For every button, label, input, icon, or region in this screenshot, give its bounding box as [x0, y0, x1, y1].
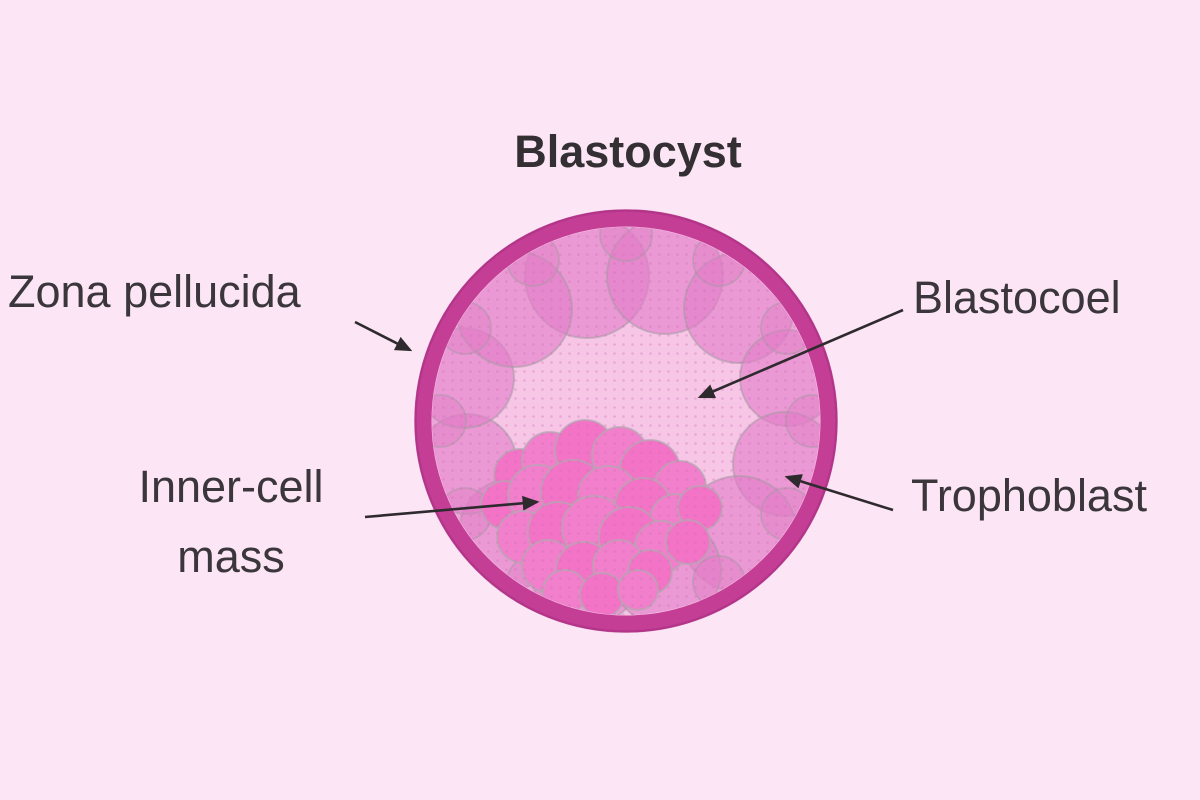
inner-cell-mass-label-line2: mass: [177, 531, 285, 582]
dot-texture-overlay: [432, 227, 820, 615]
inner-cell-mass-label: Inner-cell mass: [81, 452, 381, 592]
zona-pellucida-outer-edge: [414, 209, 838, 633]
blastocoel-label: Blastocoel: [913, 272, 1121, 323]
zona-pellucida-label: Zona pellucida: [8, 266, 301, 317]
blastocoel-arrow: [697, 308, 904, 399]
page-title: Blastocyst: [514, 126, 742, 177]
inner-cell-mass-arrow: [364, 495, 540, 519]
trophoblast-label: Trophoblast: [911, 470, 1147, 521]
zona-pellucida-arrow: [354, 320, 413, 352]
zona-pellucida-ring: [414, 209, 838, 633]
inner-cell-mass-label-line1: Inner-cell: [138, 461, 324, 512]
trophoblast-cells: [432, 227, 820, 615]
trophoblast-arrow: [784, 474, 894, 512]
